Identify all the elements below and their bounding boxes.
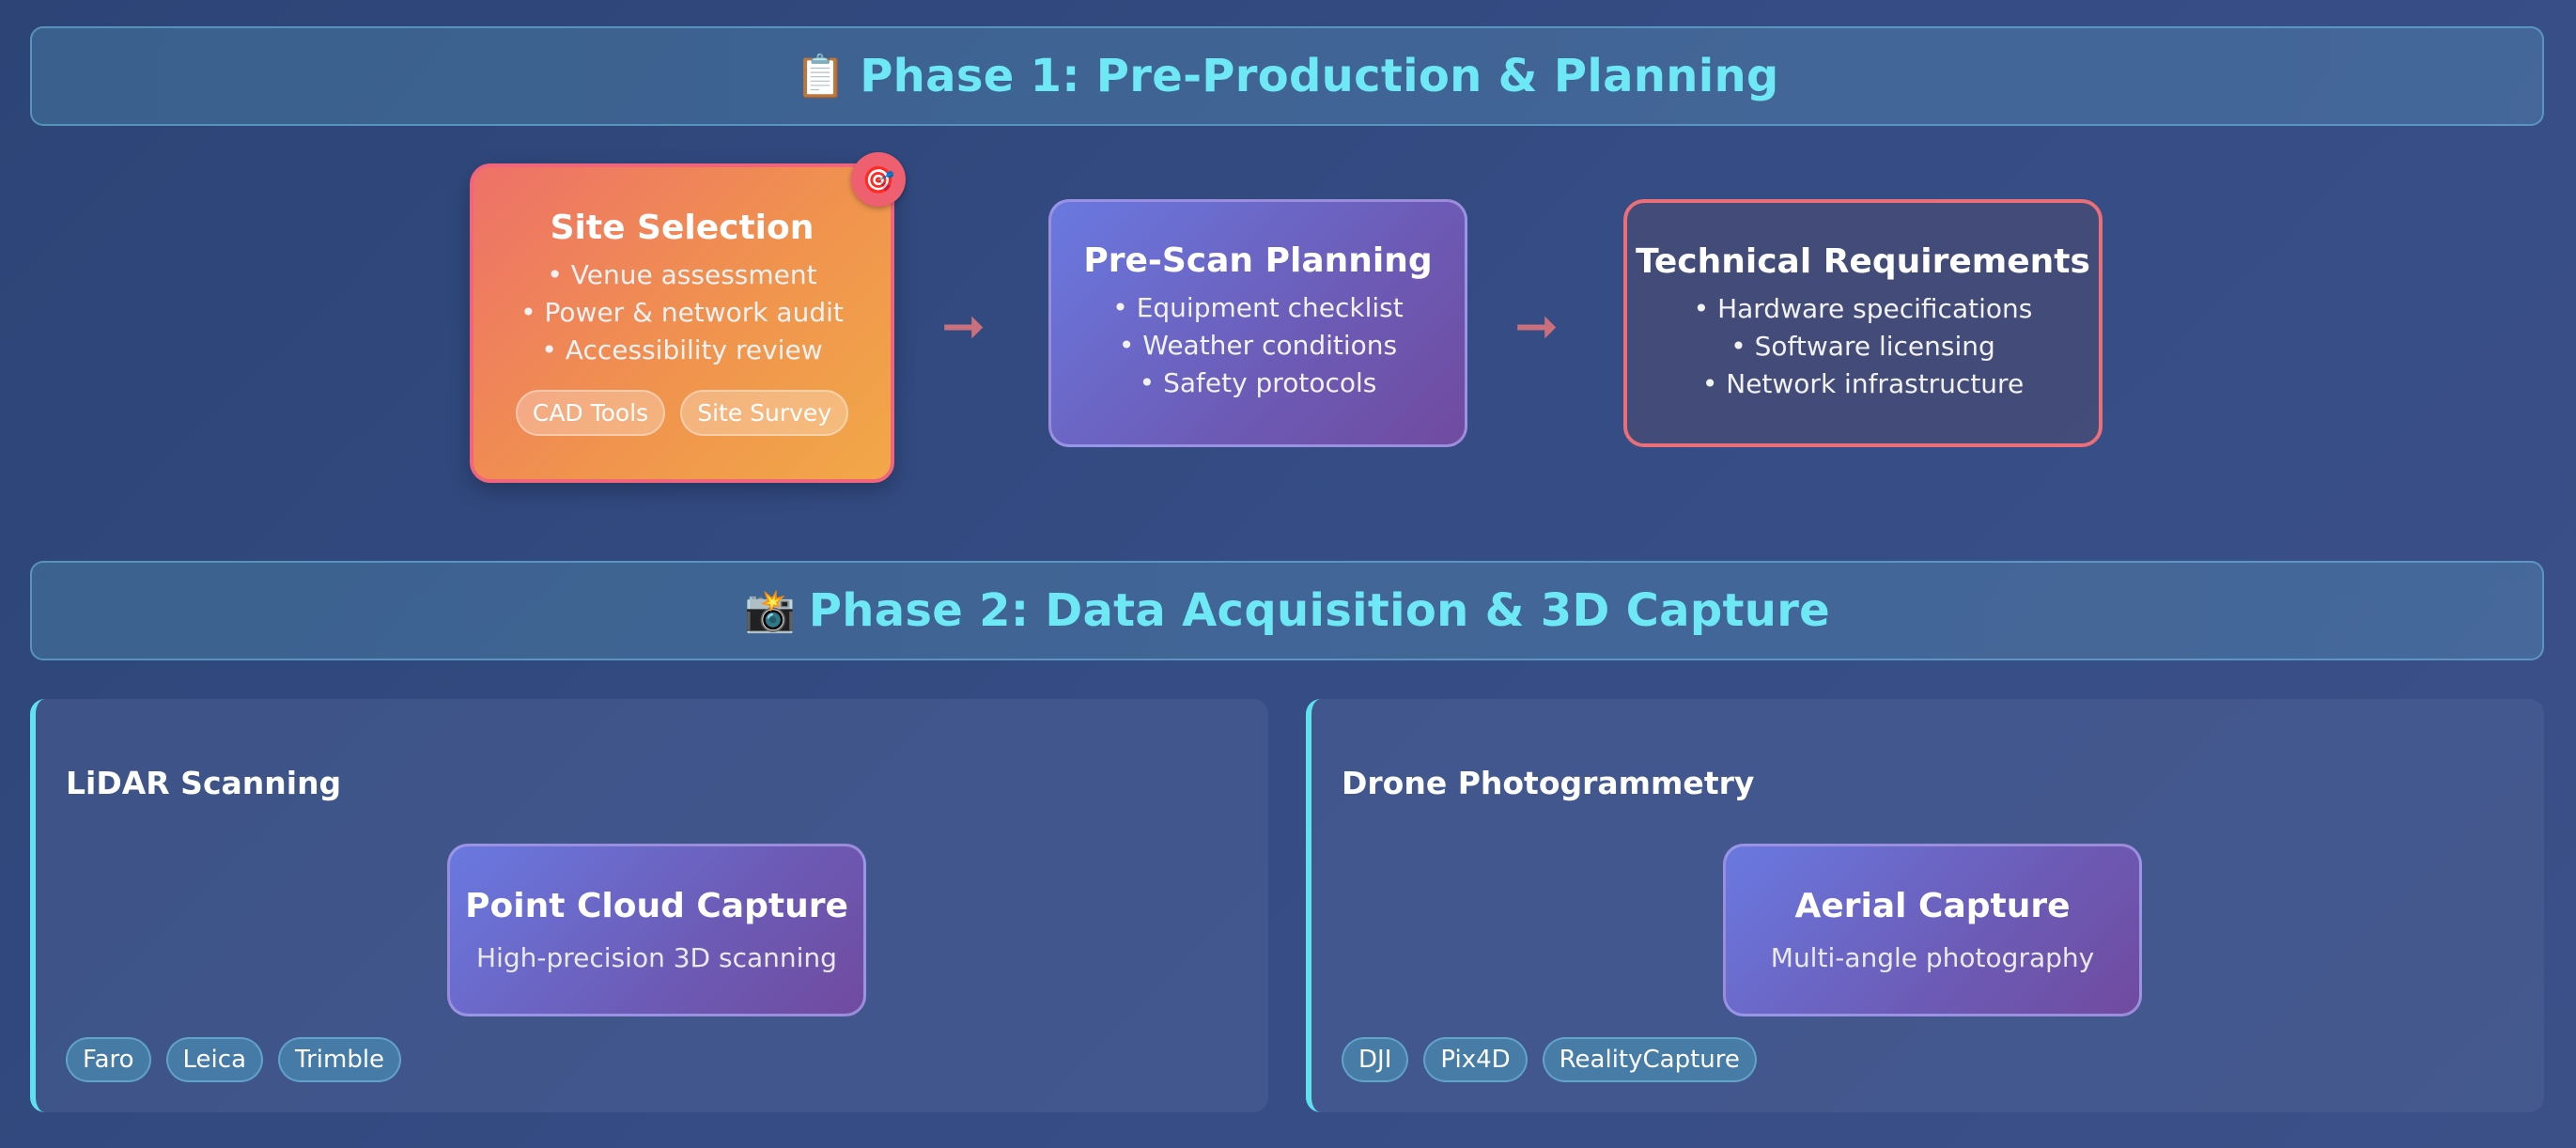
pre-scan-bullet: • Weather conditions: [1118, 330, 1398, 361]
tech-req-title: Technical Requirements: [1636, 242, 2090, 281]
tag-dji[interactable]: DJI: [1342, 1037, 1409, 1082]
site-selection-bullet: • Accessibility review: [541, 334, 823, 365]
tag-site-survey[interactable]: Site Survey: [680, 390, 849, 436]
aerial-capture-title: Aerial Capture: [1794, 887, 2071, 925]
target-icon: 🎯: [851, 152, 906, 207]
pre-scan-planning-node[interactable]: Pre-Scan Planning • Equipment checklist …: [1048, 199, 1467, 447]
drone-tool-tags: DJI Pix4D RealityCapture: [1342, 1037, 1757, 1082]
tag-faro[interactable]: Faro: [66, 1037, 151, 1082]
tech-req-bullet: • Hardware specifications: [1693, 293, 2033, 324]
tag-leica[interactable]: Leica: [165, 1037, 264, 1082]
drone-panel-title: Drone Photogrammetry: [1342, 765, 1755, 801]
camera-flash-icon: 📸: [743, 587, 796, 635]
technical-requirements-node[interactable]: Technical Requirements • Hardware specif…: [1623, 199, 2103, 447]
arrow-right-icon: ➞: [1514, 296, 1559, 357]
clipboard-icon: 📋: [795, 53, 847, 101]
point-cloud-capture-node[interactable]: Point Cloud Capture High-precision 3D sc…: [447, 844, 866, 1016]
site-selection-bullet: • Power & network audit: [520, 297, 844, 328]
phase-2-header: 📸 Phase 2: Data Acquisition & 3D Capture: [30, 561, 2544, 660]
tag-cad-tools[interactable]: CAD Tools: [515, 390, 666, 436]
point-cloud-title: Point Cloud Capture: [465, 887, 848, 925]
lidar-tool-tags: Faro Leica Trimble: [66, 1037, 402, 1082]
tag-realitycapture[interactable]: RealityCapture: [1542, 1037, 1757, 1082]
aerial-capture-node[interactable]: Aerial Capture Multi-angle photography: [1723, 844, 2142, 1016]
tag-trimble[interactable]: Trimble: [278, 1037, 402, 1082]
tag-pix4d[interactable]: Pix4D: [1423, 1037, 1528, 1082]
tech-req-bullet: • Software licensing: [1730, 331, 1995, 362]
phase-1-header: 📋 Phase 1: Pre-Production & Planning: [30, 26, 2544, 126]
phase-1-title: Phase 1: Pre-Production & Planning: [860, 50, 1779, 102]
phase-2-title: Phase 2: Data Acquisition & 3D Capture: [808, 584, 1831, 637]
lidar-scanning-panel: LiDAR Scanning Point Cloud Capture High-…: [30, 699, 1268, 1112]
arrow-right-icon: ➞: [941, 296, 985, 357]
lidar-panel-title: LiDAR Scanning: [66, 765, 342, 801]
point-cloud-desc: High-precision 3D scanning: [476, 942, 837, 973]
tech-req-bullet: • Network infrastructure: [1701, 368, 2025, 399]
aerial-capture-desc: Multi-angle photography: [1770, 942, 2095, 973]
pre-scan-title: Pre-Scan Planning: [1083, 241, 1433, 280]
site-selection-node[interactable]: Site Selection • Venue assessment • Powe…: [470, 163, 894, 483]
site-selection-tags: CAD Tools Site Survey: [515, 390, 849, 436]
pre-scan-bullet: • Safety protocols: [1139, 367, 1377, 398]
site-selection-bullet: • Venue assessment: [547, 259, 817, 290]
drone-photogrammetry-panel: Drone Photogrammetry Aerial Capture Mult…: [1306, 699, 2544, 1112]
pre-scan-bullet: • Equipment checklist: [1112, 292, 1404, 323]
site-selection-title: Site Selection: [550, 209, 815, 247]
